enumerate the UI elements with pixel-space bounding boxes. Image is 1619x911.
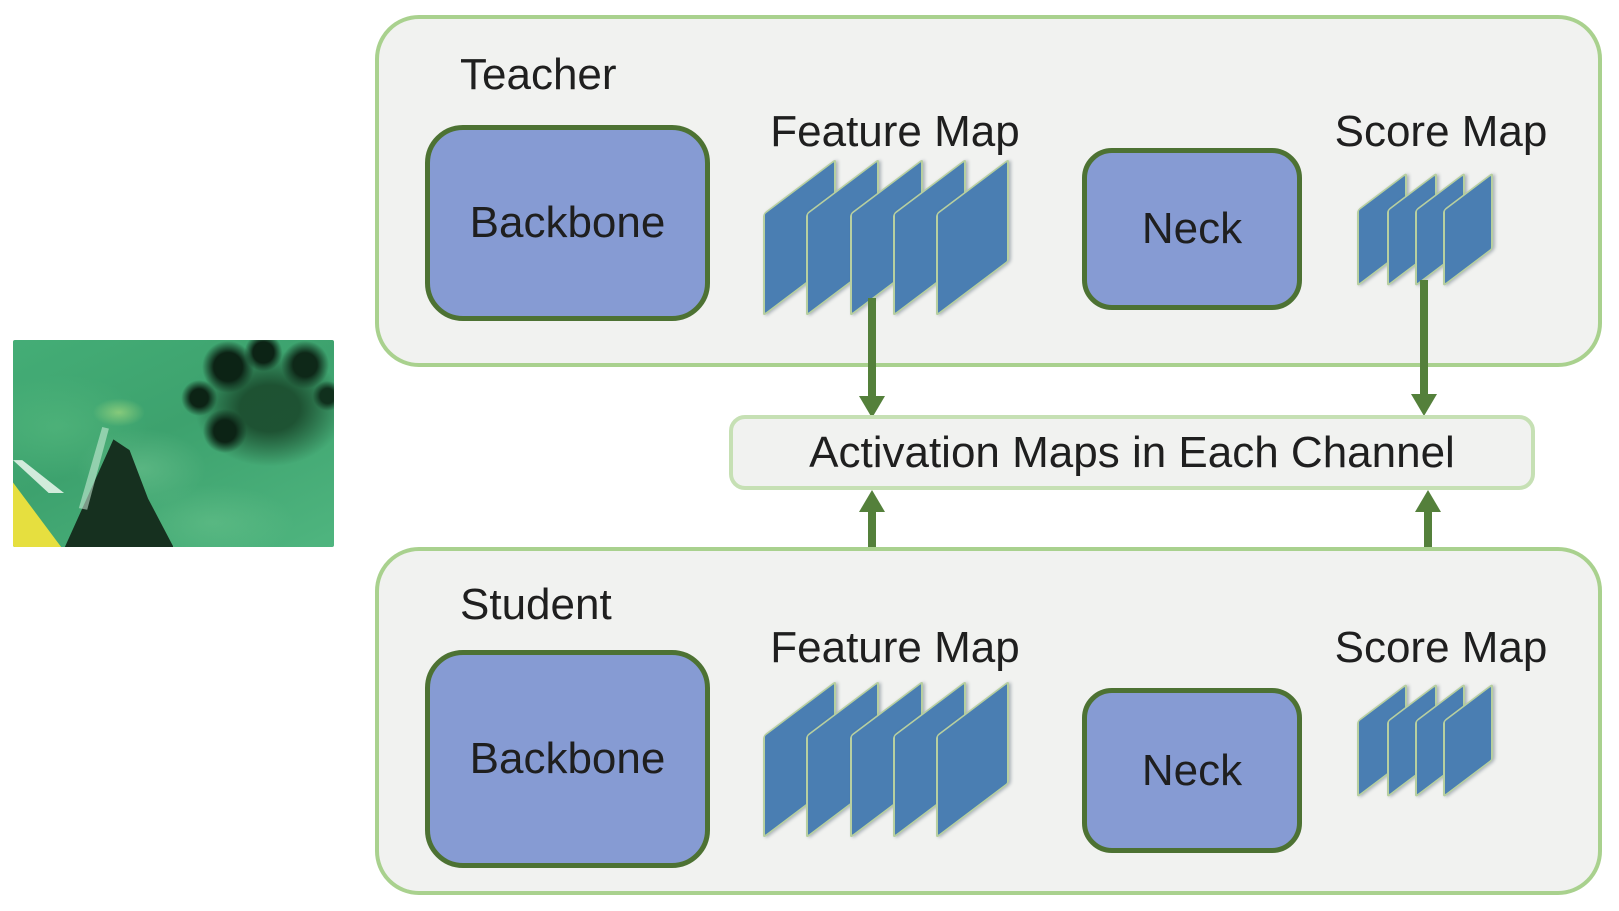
teacher-score-to-activation-arrow <box>1411 280 1437 416</box>
student-score-map-label: Score Map <box>1334 623 1548 672</box>
teacher-neck-label: Neck <box>1141 204 1243 253</box>
teacher-backbone-label: Backbone <box>469 198 666 247</box>
student-title: Student <box>460 580 612 629</box>
student-panel: Student Backbone Feature Map Neck Score … <box>375 547 1602 895</box>
arrow-shaft <box>868 298 876 398</box>
teacher-feature-map-label: Feature Map <box>770 107 1020 156</box>
teacher-title: Teacher <box>460 50 617 99</box>
student-neck-label: Neck <box>1141 745 1243 795</box>
arrow-head <box>1411 394 1437 416</box>
diver-fin-shape <box>64 439 174 547</box>
input-underwater-image <box>13 340 334 547</box>
arrow-head <box>1415 490 1441 512</box>
teacher-feature-to-activation-arrow <box>859 298 885 418</box>
white-highlight-shape <box>13 460 65 494</box>
activation-maps-label: Activation Maps in Each Channel <box>809 427 1455 477</box>
teacher-neck-box: Neck <box>1082 148 1302 310</box>
arrow-head <box>859 490 885 512</box>
teacher-panel: Teacher Backbone Feature Map Neck Score … <box>375 15 1602 367</box>
teacher-score-map-label: Score Map <box>1334 107 1548 156</box>
teacher-backbone-box: Backbone <box>425 125 710 321</box>
arrow-head <box>859 396 885 418</box>
student-backbone-box: Backbone <box>425 650 710 868</box>
student-neck-box: Neck <box>1082 688 1302 853</box>
student-backbone-label: Backbone <box>469 734 666 783</box>
arrow-shaft <box>1420 280 1428 396</box>
activation-maps-box: Activation Maps in Each Channel <box>729 415 1535 490</box>
student-feature-map-label: Feature Map <box>770 623 1020 672</box>
